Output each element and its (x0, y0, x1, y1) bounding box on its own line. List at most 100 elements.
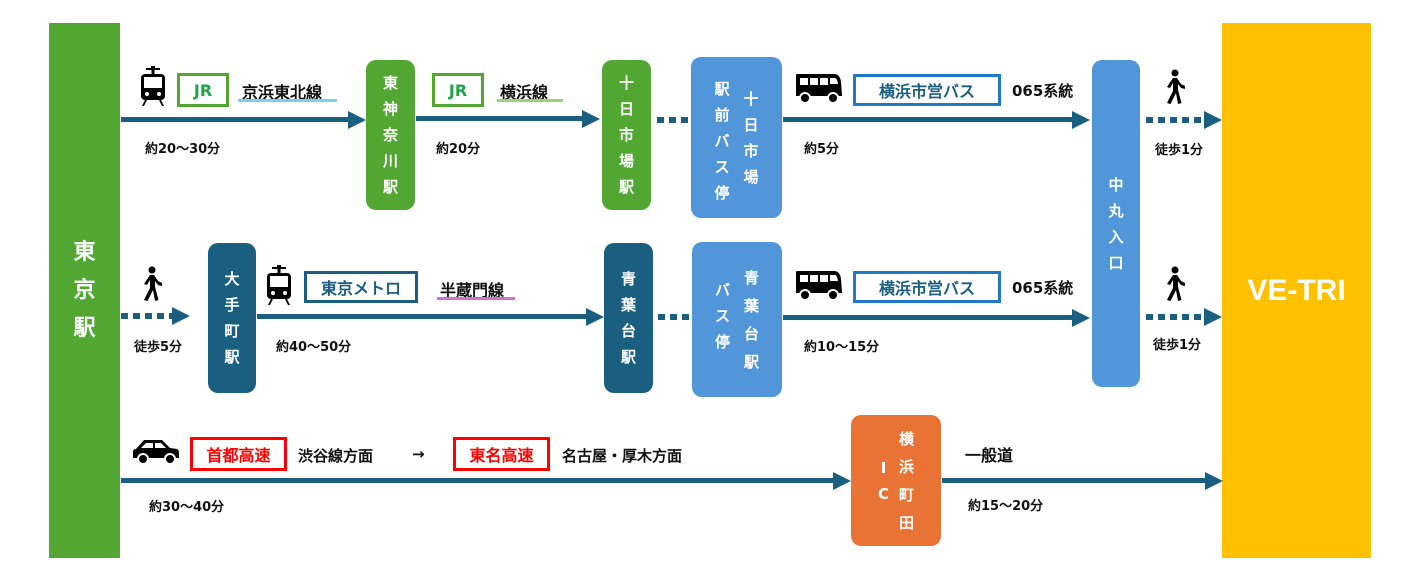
operator-yokohama-bus-badge: 横浜市営バス (853, 74, 1001, 106)
operator-label: JR (448, 80, 468, 100)
walk-time: 徒歩5分 (134, 340, 183, 355)
highway-label: 東名高速 (469, 446, 534, 465)
arrow-head (582, 110, 600, 128)
stop-char: 駅 (382, 178, 398, 196)
car-icon (133, 440, 179, 465)
travel-time: 約30〜40分 (149, 500, 225, 515)
origin-char: 駅 (73, 315, 96, 341)
walk-time: 徒歩1分 (1155, 143, 1204, 158)
stop-char: 台 (744, 324, 760, 343)
travel-time: 約10〜15分 (804, 340, 880, 355)
line-color-bar (238, 99, 337, 102)
highway-shuto-badge: 首都高速 (190, 437, 287, 471)
stop-higashi-kanagawa: 東 神 奈 川 駅 (366, 60, 415, 210)
bus-stop-tokaichiba: 駅 前 バ ス 停 十 日 市 場 (691, 57, 782, 218)
arrow-line (783, 315, 1075, 320)
stop-yokohama-machida-ic: I C 横 浜 町 田 (851, 415, 941, 546)
arrow-head (1204, 111, 1222, 129)
stop-char: 葉 (620, 296, 636, 314)
direction-nagoya-atsugi: 名古屋・厚木方面 (562, 447, 683, 465)
origin-char: 東 (73, 239, 96, 265)
bus-icon (796, 74, 842, 104)
stop-otemachi-station: 大 手 町 駅 (208, 243, 256, 393)
stop-char: ス (714, 306, 730, 325)
transfer-dots (658, 314, 689, 320)
stop-char: 浜 (899, 457, 915, 476)
stop-aobadai-station: 青 葉 台 駅 (604, 243, 653, 393)
stop-char: 入 (1108, 227, 1124, 246)
train-icon (141, 66, 165, 106)
stop-char: 手 (224, 296, 240, 314)
stop-char: 場 (618, 152, 634, 170)
arrow-head (1072, 111, 1090, 129)
travel-time: 約20分 (436, 142, 481, 157)
stop-char: 口 (1108, 253, 1124, 272)
stop-char: 駅 (620, 348, 636, 366)
general-road: 一般道 (965, 446, 1014, 465)
operator-tokyo-metro-badge: 東京メトロ (304, 271, 418, 303)
stop-char: 町 (224, 322, 240, 340)
arrow-head (586, 308, 604, 326)
arrow-head (1205, 472, 1223, 490)
destination-ve-tri: VE-TRI (1222, 23, 1371, 558)
operator-label: 東京メトロ (320, 279, 401, 298)
bus-stop-aobadai: バ ス 停 青 葉 台 駅 (692, 242, 782, 397)
operator-label: JR (193, 80, 213, 100)
stop-char: 場 (743, 167, 759, 186)
stop-char: 大 (224, 270, 240, 288)
stop-char: 奈 (382, 126, 398, 144)
arrow-head (1072, 309, 1090, 327)
stop-char: 台 (620, 322, 636, 340)
stop-char: ス (714, 157, 730, 176)
train-icon (267, 265, 291, 305)
direction-shibuya: 渋谷線方面 (298, 447, 374, 465)
stop-char: 日 (618, 100, 634, 118)
stop-char: 駅 (224, 348, 240, 366)
stop-char: 葉 (744, 296, 760, 315)
arrow-head (348, 111, 366, 129)
stop-char: 駅 (618, 178, 634, 196)
line-keihin-tohoku: 京浜東北線 (242, 83, 323, 102)
operator-yokohama-bus-badge: 横浜市営バス (853, 271, 1001, 303)
travel-time: 約20〜30分 (145, 142, 221, 157)
arrow-line (121, 478, 837, 483)
stop-char: 駅 (744, 352, 760, 371)
stop-char: 青 (744, 268, 760, 287)
highway-tomei-badge: 東名高速 (453, 437, 550, 471)
walk-icon (1167, 69, 1185, 104)
arrow-line (257, 314, 587, 319)
stop-char: 東 (382, 74, 398, 92)
stop-tokaichiba-station: 十 日 市 場 駅 (602, 60, 651, 210)
operator-label: 横浜市営バス (878, 279, 975, 298)
arrow-line (121, 117, 349, 122)
stop-char: 横 (899, 429, 915, 448)
stop-char: C (877, 484, 889, 503)
highway-label: 首都高速 (206, 446, 271, 465)
stop-char: 十 (743, 89, 759, 108)
stop-char: 停 (714, 332, 730, 351)
arrow-head (172, 307, 190, 325)
stop-char: 青 (620, 270, 636, 288)
origin-tokyo-station: 東 京 駅 (49, 23, 120, 558)
walk-icon (1167, 266, 1185, 301)
stop-char: 十 (618, 74, 634, 92)
stop-char: 日 (743, 115, 759, 134)
stop-char: 市 (743, 141, 759, 160)
stop-char: 前 (714, 105, 730, 124)
walk-dots (1146, 314, 1204, 320)
travel-time: 約5分 (804, 142, 840, 157)
line-color-bar (437, 297, 515, 300)
walk-time: 徒歩1分 (1153, 338, 1202, 353)
stop-nakamaru-iriguchi: 中 丸 入 口 (1092, 60, 1140, 387)
connector-arrow: → (412, 445, 425, 463)
stop-char: 田 (899, 513, 915, 532)
stop-char: 駅 (714, 79, 730, 98)
bus-icon (796, 271, 842, 301)
travel-time: 約15〜20分 (968, 499, 1044, 514)
arrow-line (942, 478, 1208, 483)
arrow-head (1204, 308, 1222, 326)
stop-char: 神 (382, 100, 398, 118)
stop-char: 丸 (1108, 201, 1124, 220)
stop-char: 町 (899, 485, 915, 504)
walk-dots (121, 313, 176, 319)
